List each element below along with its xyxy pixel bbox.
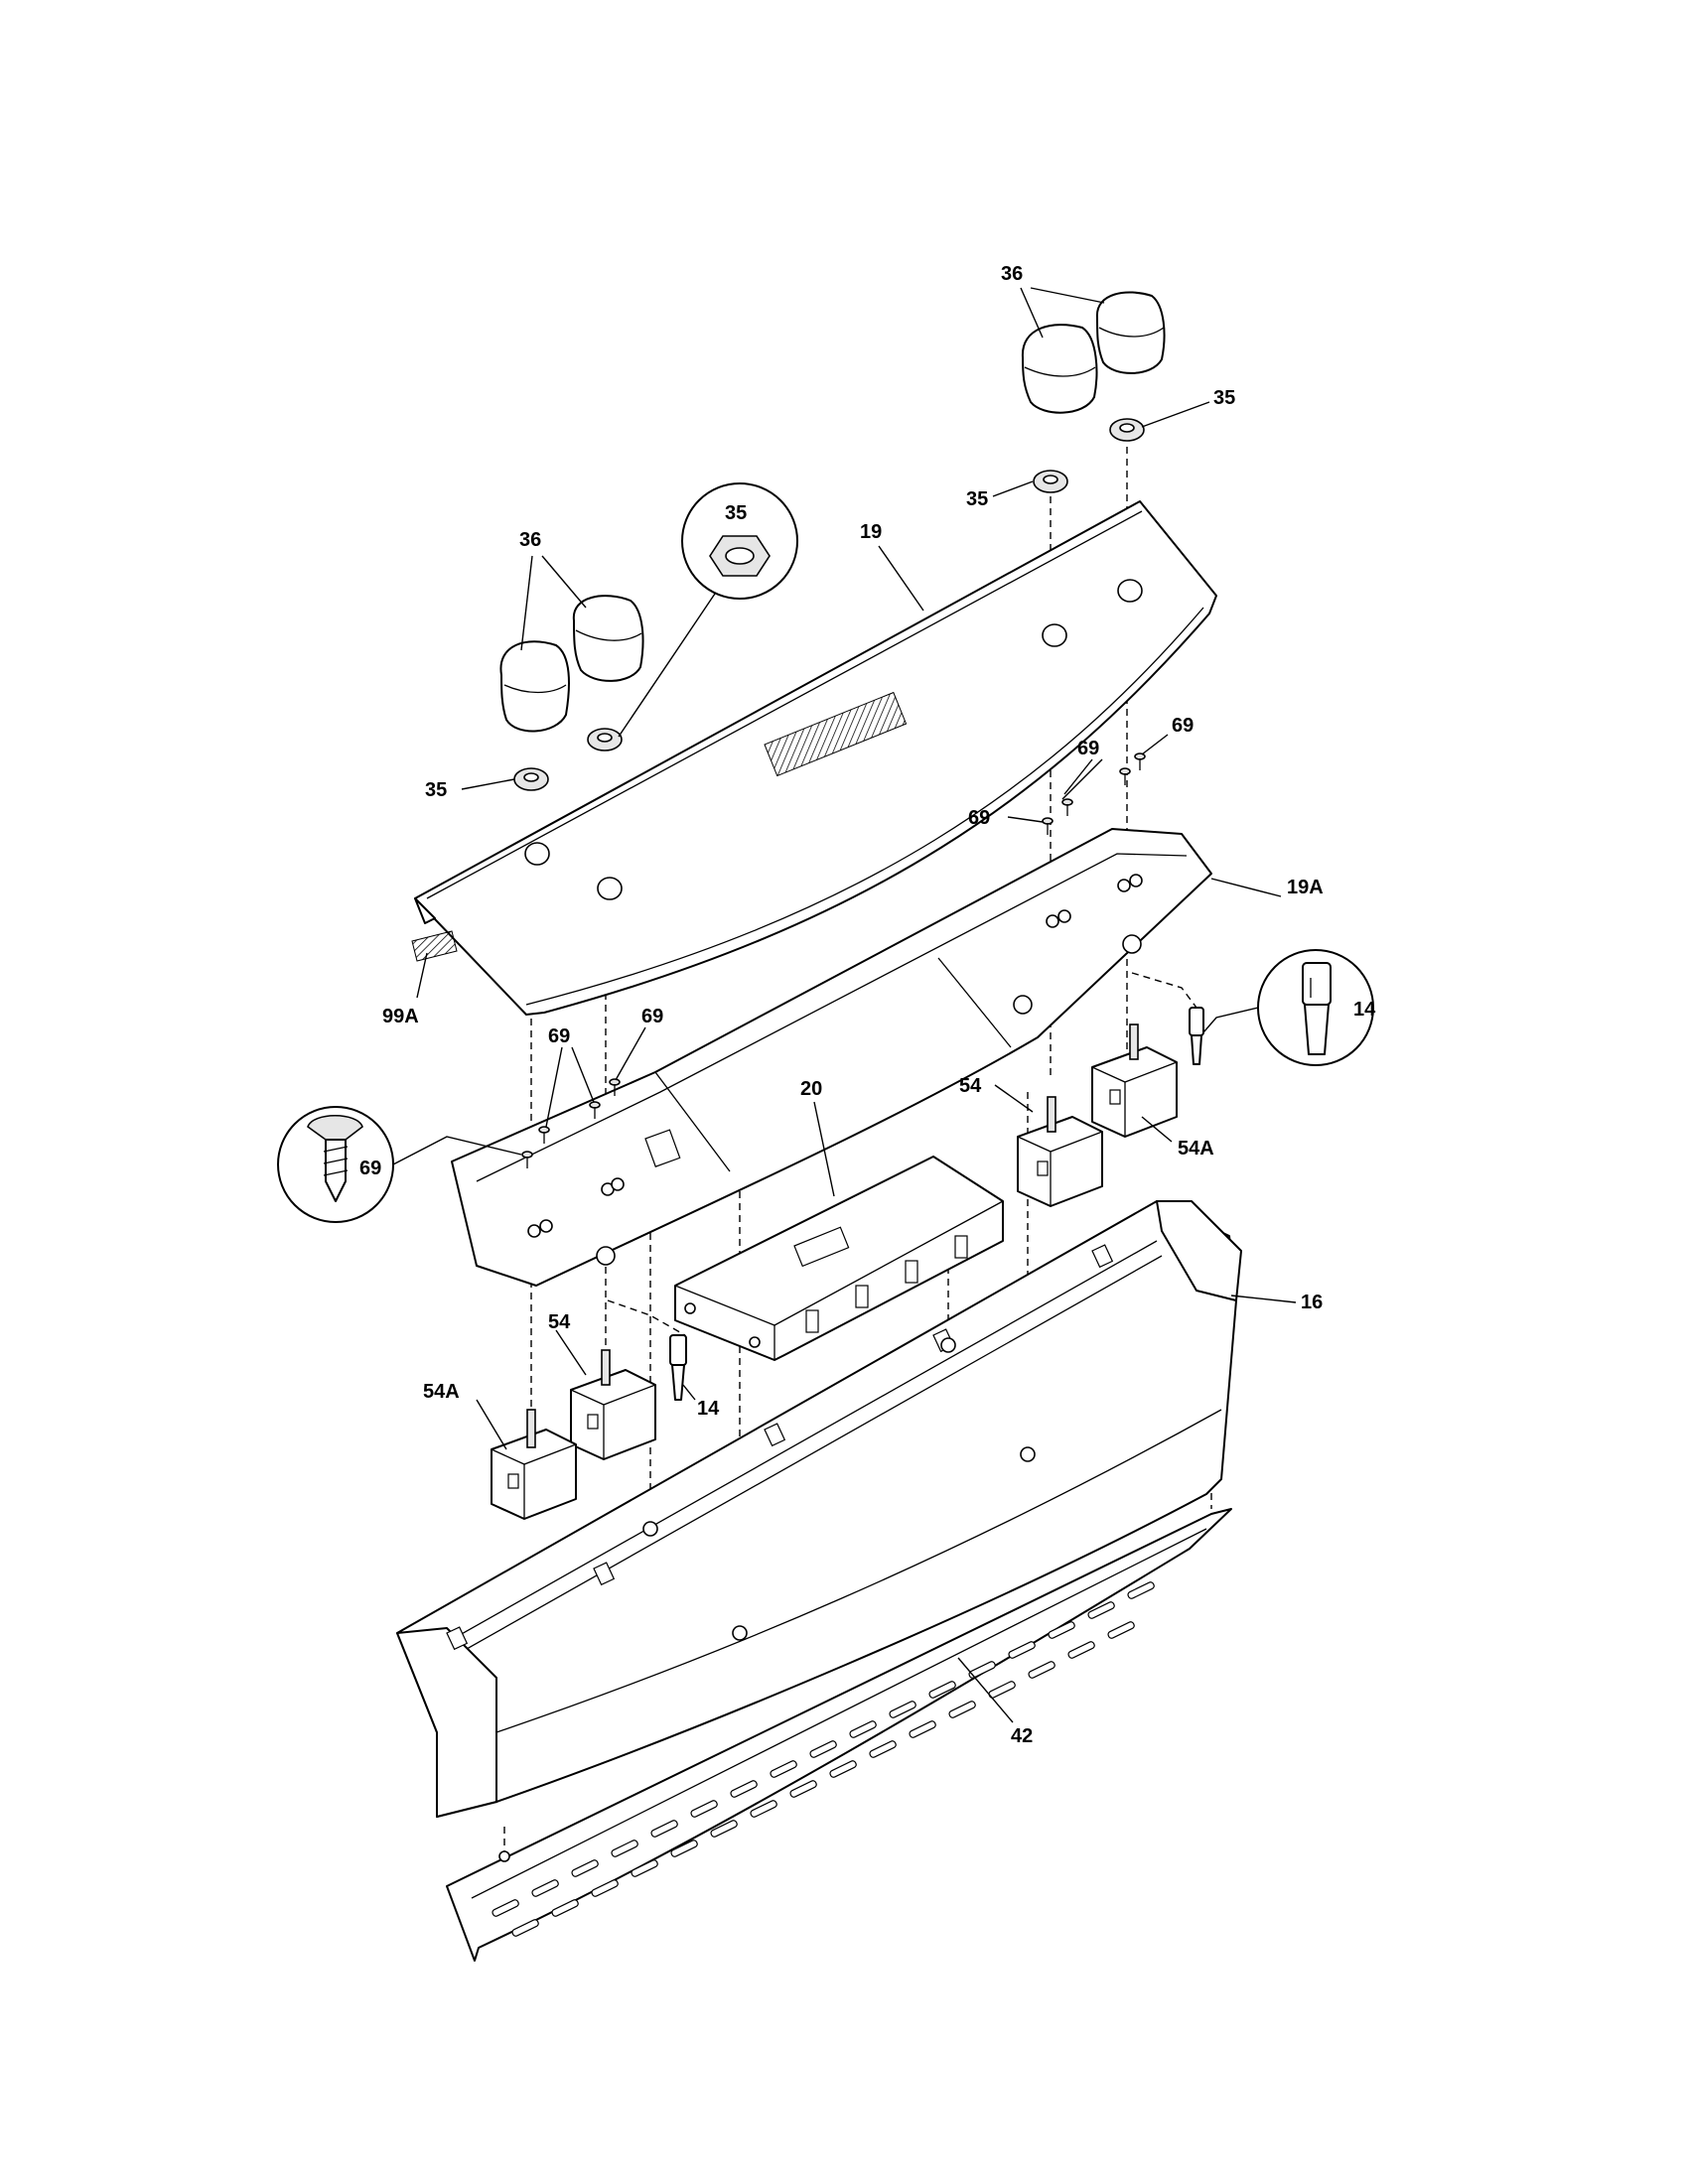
- knob-right-1: [1021, 324, 1098, 414]
- knob-left-1: [499, 640, 570, 733]
- label-switch-left: 54: [548, 1311, 571, 1333]
- label-switch-left-a: 54A: [423, 1381, 460, 1403]
- screw-left-a: [521, 1151, 533, 1168]
- knob-left-2: [572, 595, 644, 682]
- label-backguard: 16: [1301, 1292, 1323, 1313]
- label-console-panel: 19: [860, 521, 882, 543]
- label-switch-right-a: 54A: [1178, 1138, 1214, 1160]
- label-nut-detail: 35: [725, 502, 747, 524]
- label-lamp-left: 14: [697, 1398, 720, 1420]
- label-screw-left-a: 69: [548, 1025, 570, 1047]
- lamp-right: [1189, 1007, 1204, 1065]
- switch-left-54: [570, 1349, 656, 1460]
- label-vent-trim: 42: [1011, 1725, 1033, 1747]
- label-nut-left-lower: 35: [425, 779, 447, 801]
- knob-right-2: [1095, 291, 1166, 374]
- nut-left-lower: [513, 767, 549, 791]
- label-screw-left-b: 69: [641, 1006, 663, 1027]
- leader-lines: [416, 287, 1297, 1723]
- control-bracket: [451, 828, 1212, 1287]
- knob-hole: [524, 842, 550, 866]
- label-screw-right-a: 69: [1172, 715, 1194, 737]
- lamp-left: [669, 1334, 687, 1401]
- screw-left-b: [538, 1126, 550, 1144]
- nut-right-upper: [1109, 418, 1145, 442]
- lamp-detail-callout: [1202, 949, 1374, 1066]
- label-ribbon-cable: 99A: [382, 1006, 419, 1027]
- label-knob-right-top: 36: [1001, 263, 1023, 285]
- label-nut-right-lower: 35: [966, 488, 988, 510]
- label-switch-right: 54: [959, 1075, 982, 1097]
- label-nut-right-upper: 35: [1213, 387, 1235, 409]
- screw-left-c: [589, 1101, 601, 1119]
- switch-left-54a: [491, 1409, 577, 1520]
- ribbon-cable: [411, 930, 458, 962]
- label-control-bracket: 19A: [1287, 877, 1324, 898]
- backguard: [396, 1200, 1242, 1818]
- label-lamp-detail: 14: [1353, 999, 1376, 1021]
- knob-hole: [1042, 623, 1067, 647]
- console-panel: [414, 500, 1217, 1016]
- screw-right-d: [1134, 752, 1146, 770]
- clock-board: [674, 1156, 1004, 1361]
- label-screw-detail: 69: [359, 1158, 381, 1179]
- nut-right-lower: [1033, 470, 1068, 493]
- label-screw-right-b: 69: [1077, 738, 1099, 759]
- knob-hole: [1117, 579, 1143, 603]
- screw-right-b: [1061, 798, 1073, 816]
- knob-hole: [597, 877, 623, 900]
- screw-left-d: [609, 1078, 621, 1096]
- nut-detail-callout: [618, 482, 798, 738]
- nut-left-upper: [587, 728, 623, 751]
- part-labels: 36 35 35 36 35 19 35 69 69 69 19A 99A 69…: [359, 263, 1376, 1747]
- screw-detail-callout: [277, 1106, 522, 1223]
- label-clock-board: 20: [800, 1078, 822, 1100]
- screw-right-c: [1119, 767, 1131, 785]
- display-window-graphic: [764, 691, 908, 777]
- label-screw-right-c: 69: [968, 807, 990, 829]
- vent-trim: [446, 1508, 1232, 1962]
- switch-right-54a: [1091, 1024, 1178, 1138]
- label-knob-left-top: 36: [519, 529, 541, 551]
- switch-right-54: [1017, 1096, 1103, 1207]
- screw-right-a: [1042, 817, 1054, 835]
